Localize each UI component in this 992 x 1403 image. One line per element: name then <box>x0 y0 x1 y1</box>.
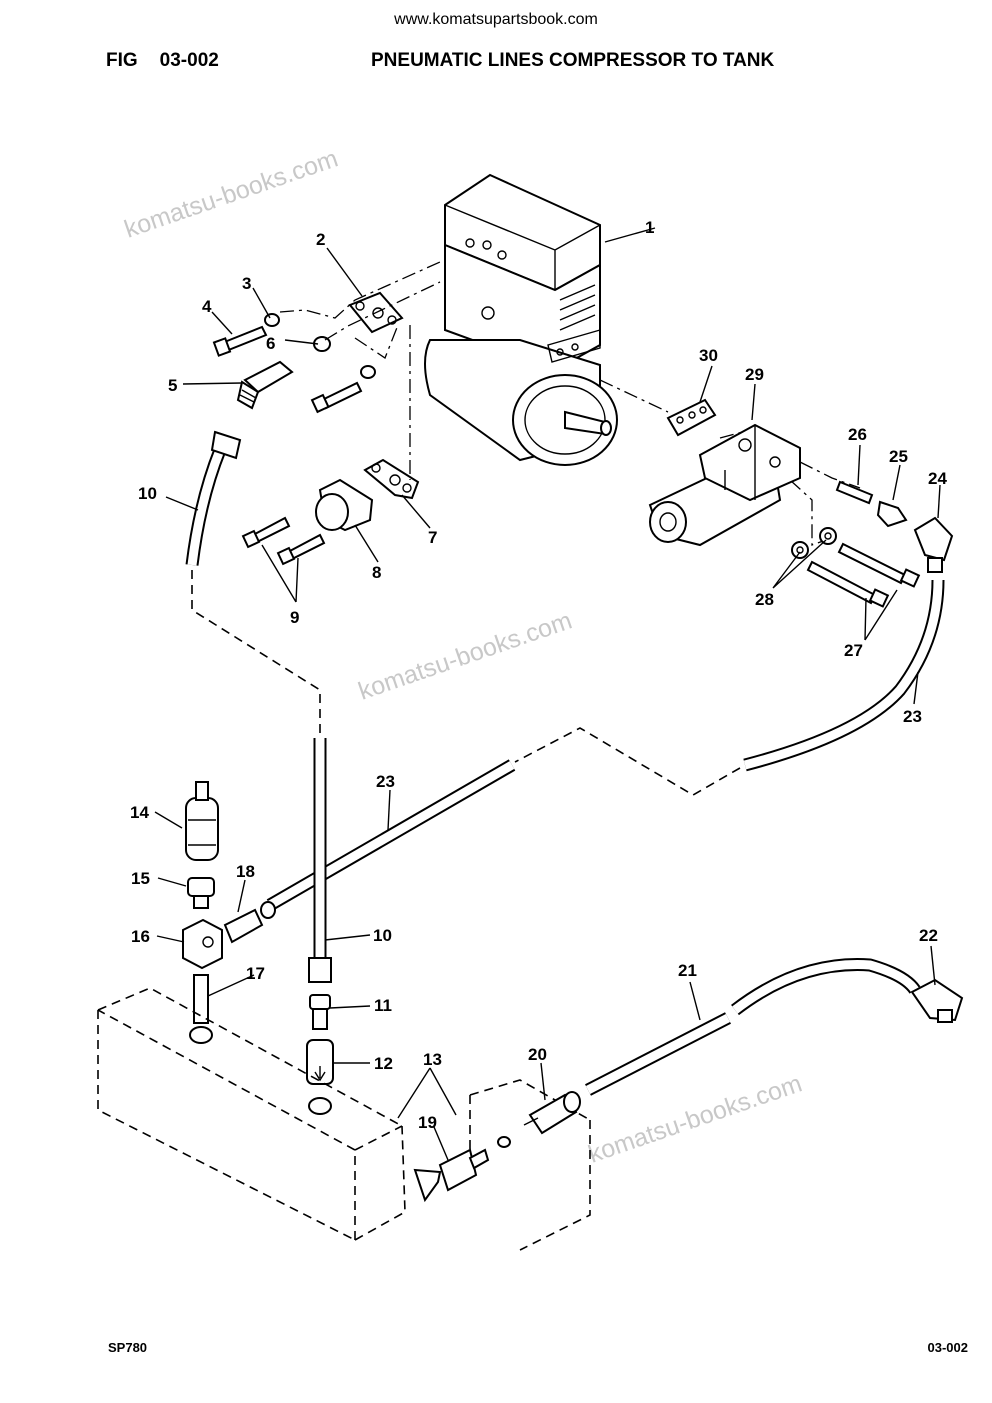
part-26-stud <box>835 480 874 505</box>
bolt-lower <box>310 365 376 414</box>
part-14-switch <box>185 781 219 861</box>
watermark-2: komatsu-books.com <box>355 606 576 705</box>
callout-1: 1 <box>645 218 654 237</box>
line-10-vertical <box>308 738 332 983</box>
part-28-washers <box>791 527 837 559</box>
callout-5: 5 <box>168 376 177 395</box>
part-22-elbow <box>910 978 964 1023</box>
tank <box>97 987 591 1251</box>
callout-6: 6 <box>266 334 275 353</box>
callout-10-upper: 10 <box>138 484 157 503</box>
figure-label: FIG 03-002 <box>106 50 219 72</box>
callout-23-middle: 23 <box>376 772 395 791</box>
part-25-fitting <box>876 500 908 528</box>
callout-26: 26 <box>848 425 867 444</box>
part-20-fitting <box>523 1091 581 1135</box>
part-16-tee <box>182 918 223 970</box>
site-url: www.komatsupartsbook.com <box>394 11 598 28</box>
callout-2: 2 <box>316 230 325 249</box>
callout-11: 11 <box>374 996 392 1015</box>
callout-22: 22 <box>919 926 938 945</box>
callout-29: 29 <box>745 365 764 384</box>
callout-28: 28 <box>755 590 774 609</box>
fig-prefix: FIG <box>106 50 138 71</box>
part-8-cover <box>315 478 374 532</box>
part-4-bolt <box>212 325 268 357</box>
line-21 <box>585 958 921 1096</box>
watermark-3: komatsu-books.com <box>585 1069 806 1168</box>
callout-12: 12 <box>374 1054 393 1073</box>
callout-7: 7 <box>428 528 437 547</box>
part-17-nipple <box>193 974 209 1024</box>
callout-30: 30 <box>699 346 718 365</box>
callout-14: 14 <box>130 803 149 822</box>
line-23-middle <box>266 759 516 911</box>
line-23-right <box>743 579 945 772</box>
callout-16: 16 <box>131 927 150 946</box>
callout-18: 18 <box>236 862 255 881</box>
compressor-1 <box>424 173 618 466</box>
callout-10-lower: 10 <box>373 926 392 945</box>
figure-number: 03-002 <box>159 50 219 71</box>
line-10-upper <box>185 430 242 566</box>
callout-4: 4 <box>202 297 212 316</box>
callout-17: 17 <box>246 964 265 983</box>
callout-3: 3 <box>242 274 251 293</box>
part-3-washer <box>264 313 280 327</box>
part-29-governor <box>648 423 801 547</box>
part-24-elbow <box>913 516 954 573</box>
watermark-1: komatsu-books.com <box>121 144 342 243</box>
callout-13: 13 <box>423 1050 442 1069</box>
part-19-drain-cock <box>413 1136 511 1203</box>
footer-page-number: 03-002 <box>927 1340 968 1355</box>
callout-24: 24 <box>928 469 947 488</box>
callout-20: 20 <box>528 1045 547 1064</box>
callout-19: 19 <box>418 1113 437 1132</box>
footer-model: SP780 <box>108 1340 148 1355</box>
callout-8: 8 <box>372 563 381 582</box>
page-title: PNEUMATIC LINES COMPRESSOR TO TANK <box>371 50 775 71</box>
part-18-fitting <box>223 901 276 944</box>
part-11-fitting <box>309 994 331 1030</box>
part-12-valve <box>306 1039 334 1115</box>
part-27-bolts <box>806 542 921 608</box>
callout-9: 9 <box>290 608 299 627</box>
part-30-gasket <box>666 398 717 437</box>
callout-15: 15 <box>131 869 150 888</box>
callout-25: 25 <box>889 447 908 466</box>
part-9-bolts <box>241 516 326 566</box>
callout-21: 21 <box>678 961 697 980</box>
callout-23-upper: 23 <box>903 707 922 726</box>
part-5-elbow <box>236 360 294 410</box>
part-7-gasket <box>363 458 420 500</box>
part-15-nut <box>187 877 215 909</box>
callout-27: 27 <box>844 641 863 660</box>
